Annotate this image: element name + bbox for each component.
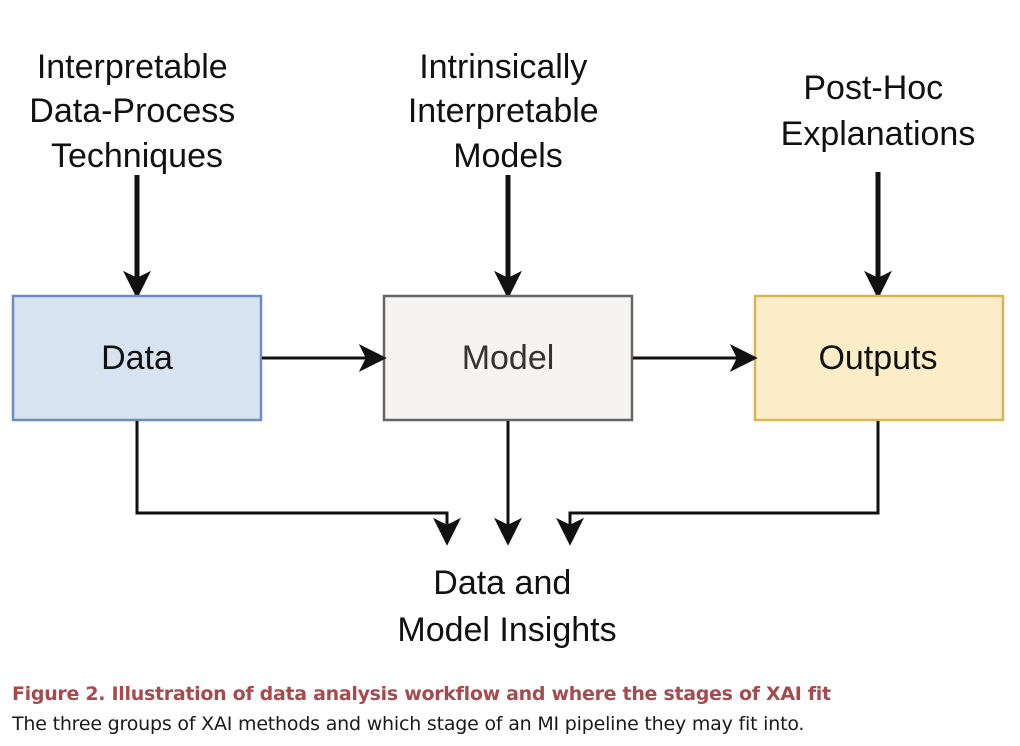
label-intrinsically-interpretable-models: Intrinsically Interpretable Models: [408, 48, 608, 175]
xai-workflow-diagram: Interpretable Data-Process Techniques In…: [11, 48, 1005, 649]
figure-caption-text: The three groups of XAI methods and whic…: [12, 713, 805, 735]
label-post-hoc-explanations: Post-Hoc Explanations: [781, 69, 976, 153]
label-interpretable-data-process: Interpretable Data-Process Techniques: [29, 48, 244, 175]
arrow-outputs-to-insights: [556, 421, 880, 546]
outputs-box: Outputs: [753, 294, 1005, 422]
data-box-label: Data: [101, 339, 173, 377]
model-box: Model: [382, 294, 634, 422]
arrow-data-to-insights: [135, 421, 461, 546]
label-data-and-model-insights: Data and Model Insights: [397, 564, 616, 649]
figure-caption-title: Figure 2. Illustration of data analysis …: [12, 683, 831, 705]
model-box-label: Model: [462, 339, 555, 377]
data-box: Data: [11, 294, 263, 422]
outputs-box-label: Outputs: [818, 339, 937, 377]
